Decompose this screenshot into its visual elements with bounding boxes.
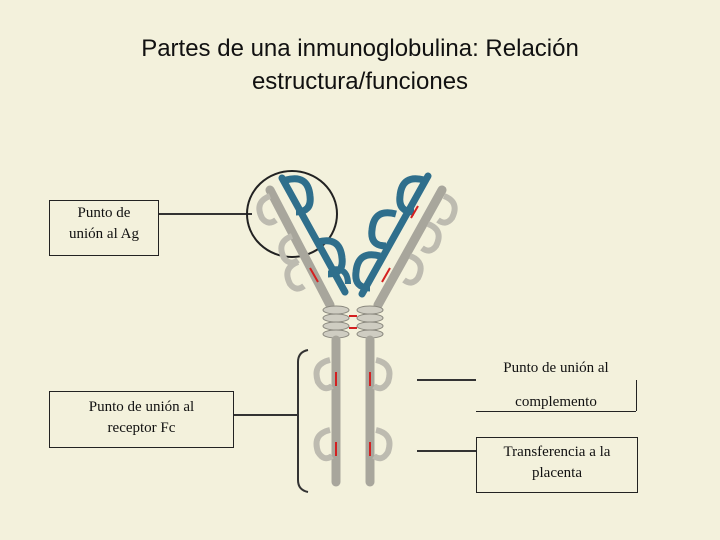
complement-label-box xyxy=(476,411,636,412)
right-light-chain xyxy=(352,172,432,298)
placenta-label-line-1: Transferencia a la xyxy=(503,444,611,460)
placenta-label: Transferencia a la placenta xyxy=(476,437,638,493)
title-line-2: estructura/funciones xyxy=(251,68,469,95)
left-light-chain xyxy=(278,174,351,296)
hinge-region xyxy=(322,305,384,339)
right-heavy-chain xyxy=(373,185,458,310)
antigen-binding-label-line-1: Punto de xyxy=(77,205,131,221)
antigen-binding-ellipse xyxy=(246,170,338,258)
fc-receptor-label-line-2: receptor Fc xyxy=(107,420,176,436)
fc-region xyxy=(313,335,393,487)
placenta-label-line-2: placenta xyxy=(532,465,582,481)
fc-bracket xyxy=(297,349,309,493)
complement-label-line-1: Punto de unión al xyxy=(503,360,609,376)
left-heavy-chain xyxy=(256,185,335,310)
antigen-binding-label-line-2: unión al Ag xyxy=(69,226,139,242)
complement-label: Punto de unión al complemento xyxy=(476,351,636,419)
fc-receptor-label-line-1: Punto de unión al xyxy=(88,399,195,415)
page-title: Partes de una inmunoglobulina: Relación … xyxy=(60,32,660,98)
title-line-1: Partes de una inmunoglobulina: Relación xyxy=(141,35,579,62)
antigen-binding-label: Punto de unión al Ag xyxy=(49,200,159,256)
complement-label-line-2: complemento xyxy=(515,394,597,410)
complement-label-box-side xyxy=(636,380,637,411)
fc-receptor-label: Punto de unión al receptor Fc xyxy=(49,391,234,448)
